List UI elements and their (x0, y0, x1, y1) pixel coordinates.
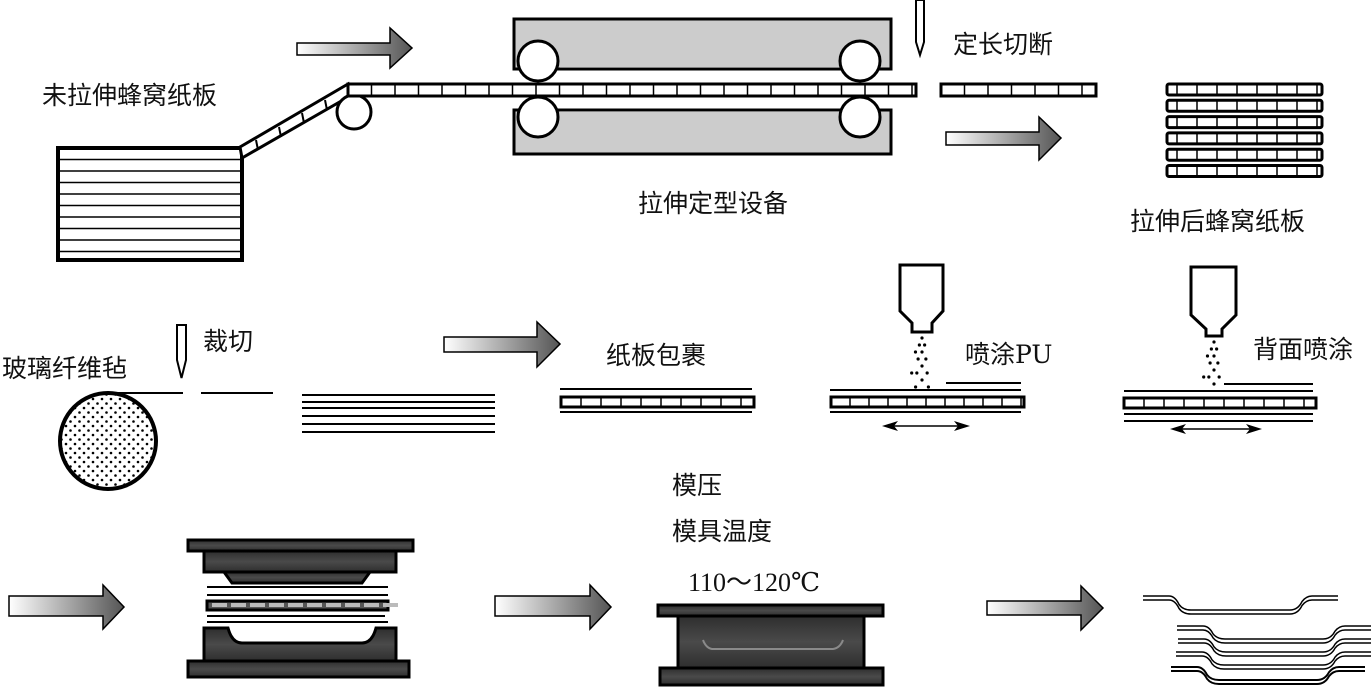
stretched-board-sheet (1165, 131, 1324, 146)
back-spray-label: 背面喷涂 (1253, 335, 1353, 364)
back-spray-board (1122, 383, 1318, 422)
roller (516, 95, 560, 139)
roller (838, 95, 882, 139)
raw-board-stack (56, 146, 244, 262)
formed-product (1171, 666, 1365, 681)
spray-particles (1202, 340, 1221, 386)
stretched-board-sheet (1165, 164, 1324, 178)
move-direction-arrow-icon (882, 421, 970, 431)
stretch-equipment (512, 17, 893, 156)
spray-pu-label: 喷涂PU (965, 340, 1052, 369)
flow-arrow (296, 26, 414, 70)
spray-nozzle-icon (1189, 265, 1238, 338)
open-mold (186, 538, 415, 679)
molding-label: 模压 (672, 471, 722, 500)
stretched-board-label: 拉伸后蜂窝纸板 (1130, 207, 1305, 236)
flow-arrow (443, 320, 562, 369)
formed-products (1143, 595, 1371, 685)
board-feed-incline (238, 81, 352, 161)
flow-arrow (494, 583, 613, 631)
formed-product (1178, 638, 1371, 653)
glass-fiber-mat-label: 玻璃纤维毡 (2, 354, 127, 383)
formed-product (1177, 625, 1371, 640)
spray-nozzle-icon (898, 263, 945, 334)
stretched-board-sheet (1165, 82, 1324, 97)
cutting-label: 裁切 (203, 327, 253, 356)
stretch-equipment-label: 拉伸定型设备 (638, 189, 788, 218)
spray-board (829, 382, 1026, 413)
raw-board-label: 未拉伸蜂窝纸板 (42, 81, 217, 110)
flow-arrow (986, 584, 1105, 632)
board-wrapping-label: 纸板包裹 (606, 341, 706, 370)
glass-fiber-roll (58, 391, 183, 491)
cut-to-length-label: 定长切断 (953, 30, 1053, 59)
cutter-knife-icon (176, 324, 187, 379)
stretched-board-sheet (1165, 147, 1324, 162)
roller (516, 39, 560, 83)
spray-particles (910, 336, 931, 389)
formed-product (1143, 595, 1338, 611)
stretched-board-sheet (1165, 98, 1324, 113)
cutter-knife-icon (915, 0, 925, 59)
mold-temperature-label: 模具温度 (672, 517, 772, 546)
flow-arrow (8, 583, 126, 631)
temperature-range-label: 110～120℃ (688, 568, 820, 597)
stretched-board-sheet (1165, 115, 1324, 130)
cut-board-piece (939, 82, 1098, 98)
flow-arrow (945, 115, 1063, 162)
guide-roller (335, 93, 373, 131)
mat-layers (302, 394, 495, 433)
closed-mold (656, 603, 885, 687)
wrapped-board (559, 388, 756, 413)
formed-product (1176, 651, 1371, 666)
move-direction-arrow-icon (1170, 424, 1262, 434)
honeycomb-board-strip (346, 82, 918, 98)
roller (838, 39, 882, 83)
stretched-board-stack (1165, 82, 1324, 178)
